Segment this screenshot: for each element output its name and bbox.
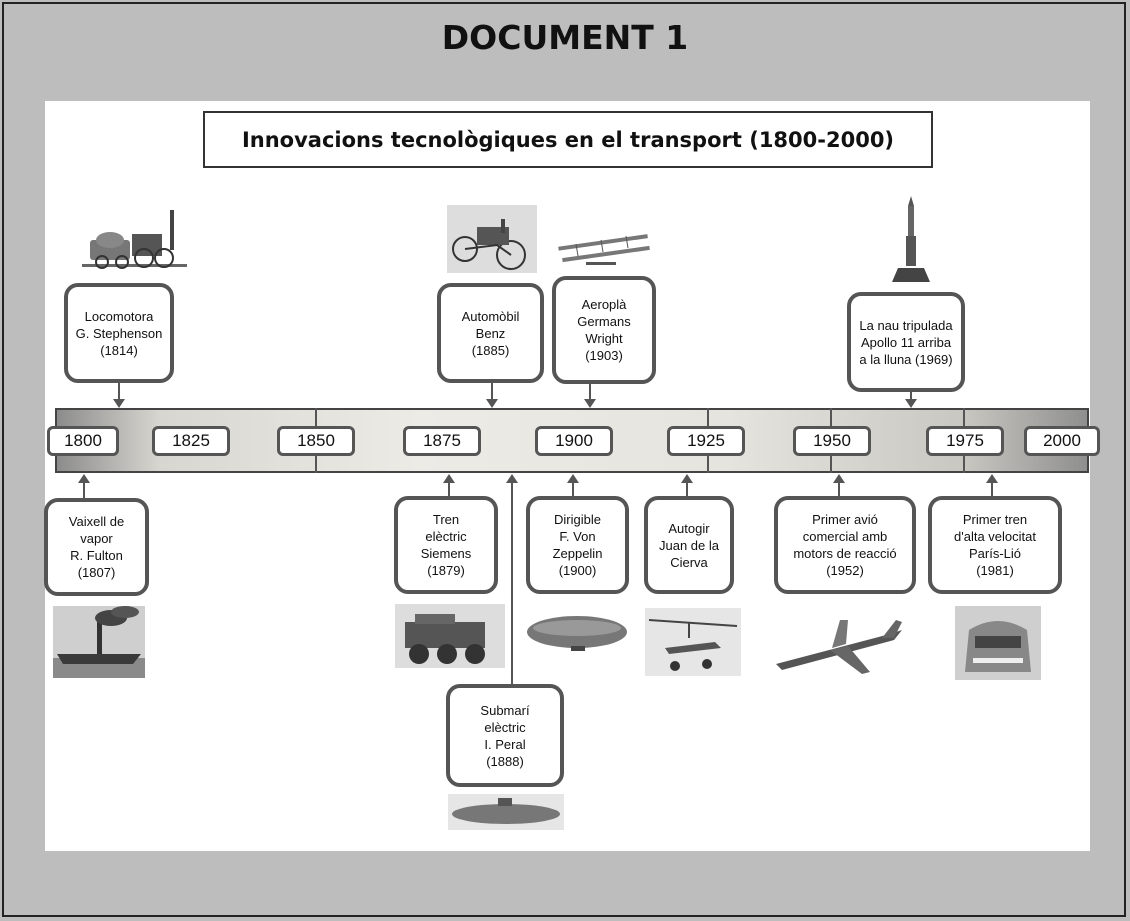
event-text: G. Stephenson xyxy=(75,325,163,341)
arrow-up-icon xyxy=(443,474,455,483)
event-box-dirigible: Dirigible F. Von Zeppelin (1900) xyxy=(526,496,629,594)
event-box-locomotora: Locomotora G. Stephenson (1814) xyxy=(64,283,174,383)
arrow-down-icon xyxy=(905,399,917,408)
year-2000: 2000 xyxy=(1024,426,1100,456)
arrow-down-icon xyxy=(584,399,596,408)
submarine-image xyxy=(448,794,564,830)
event-text: I. Peral xyxy=(484,736,526,752)
event-box-tren-alta: Primer tren d'alta velocitat París-Lió (… xyxy=(928,496,1062,594)
steamboat-image xyxy=(53,606,145,678)
event-text: (1903) xyxy=(585,348,623,363)
event-text: (1888) xyxy=(486,753,524,769)
arrow-up-icon xyxy=(506,474,518,483)
event-text: (1900) xyxy=(558,563,597,578)
event-text: Juan de la xyxy=(659,537,719,553)
event-text: Apollo 11 arriba xyxy=(860,334,952,350)
arrow-down-icon xyxy=(113,399,125,408)
event-text: Wright xyxy=(585,331,623,346)
event-text: F. Von xyxy=(559,529,596,544)
event-text: Submarí xyxy=(480,702,530,718)
connector-line xyxy=(686,483,688,498)
event-text: (1981) xyxy=(976,563,1014,578)
autogiro-image xyxy=(645,608,741,676)
connector-line xyxy=(572,483,574,498)
event-text: Automòbil xyxy=(461,308,520,324)
arrow-up-icon xyxy=(833,474,845,483)
event-text: (1952) xyxy=(826,563,864,578)
year-1825: 1825 xyxy=(152,426,230,456)
rocket-image xyxy=(888,196,934,284)
event-text: (1885) xyxy=(471,342,510,358)
year-1875: 1875 xyxy=(403,426,481,456)
connector-line xyxy=(991,483,993,498)
event-text: Vaixell de xyxy=(68,514,125,529)
year-1975: 1975 xyxy=(926,426,1004,456)
arrow-up-icon xyxy=(567,474,579,483)
arrow-up-icon xyxy=(78,474,90,483)
arrow-down-icon xyxy=(486,399,498,408)
connector-line xyxy=(589,384,591,399)
event-box-vaixell: Vaixell de vapor R. Fulton (1807) xyxy=(44,498,149,596)
document-title: DOCUMENT 1 xyxy=(441,18,689,57)
airplane-image xyxy=(556,222,656,272)
event-text: Aeroplà xyxy=(581,297,627,312)
event-text: París-Lió xyxy=(968,546,1022,561)
year-1850: 1850 xyxy=(277,426,355,456)
event-text: Primer tren xyxy=(962,512,1028,527)
event-text: Germans xyxy=(577,314,631,329)
connector-line xyxy=(118,383,120,399)
year-1900: 1900 xyxy=(535,426,613,456)
year-1800: 1800 xyxy=(47,426,119,456)
event-text: Cierva xyxy=(670,554,708,570)
event-text: La nau tripulada xyxy=(859,317,953,333)
event-text: Siemens xyxy=(420,546,472,561)
event-box-submari: Submarí elèctric I. Peral (1888) xyxy=(446,684,564,787)
electric-train-image xyxy=(395,604,505,668)
locomotive-image xyxy=(82,204,187,274)
event-box-autogir: Autogir Juan de la Cierva xyxy=(644,496,734,594)
event-text: Primer avió xyxy=(812,512,878,527)
event-box-avio: Primer avió comercial amb motors de reac… xyxy=(774,496,916,594)
event-text: comercial amb xyxy=(802,529,888,544)
event-text: motors de reacció xyxy=(793,546,897,561)
connector-line xyxy=(491,383,493,399)
connector-line xyxy=(838,483,840,498)
connector-line xyxy=(511,483,513,684)
connector-line xyxy=(910,392,912,399)
connector-line xyxy=(83,483,85,500)
event-text: Autogir xyxy=(668,520,710,536)
event-text: elèctric xyxy=(425,529,467,544)
connector-line xyxy=(448,483,450,498)
event-text: R. Fulton xyxy=(70,548,123,563)
event-text: d'alta velocitat xyxy=(954,529,1036,544)
high-speed-train-image xyxy=(955,606,1041,680)
event-text: (1814) xyxy=(100,342,138,358)
timeline-title: Innovacions tecnològiques en el transpor… xyxy=(203,111,933,168)
event-text: Zeppelin xyxy=(552,546,603,561)
jet-airliner-image xyxy=(770,612,910,678)
car-image xyxy=(447,205,537,273)
year-1925: 1925 xyxy=(667,426,745,456)
arrow-up-icon xyxy=(681,474,693,483)
arrow-up-icon xyxy=(986,474,998,483)
event-box-tren-electric: Tren elèctric Siemens (1879) xyxy=(394,496,498,594)
event-text: Locomotora xyxy=(84,308,154,324)
event-text: a la lluna (1969) xyxy=(859,351,953,367)
event-text: elèctric xyxy=(484,719,526,735)
event-text: (1879) xyxy=(427,563,465,578)
event-box-automobil: Automòbil Benz (1885) xyxy=(437,283,544,383)
event-text: (1807) xyxy=(77,565,116,580)
event-box-apollo: La nau tripulada Apollo 11 arriba a la l… xyxy=(847,292,965,392)
event-box-aeropla: Aeroplà Germans Wright (1903) xyxy=(552,276,656,384)
event-text: Tren xyxy=(432,512,460,527)
event-text: vapor xyxy=(80,531,113,546)
event-text: Benz xyxy=(475,325,506,341)
zeppelin-image xyxy=(521,606,633,662)
year-1950: 1950 xyxy=(793,426,871,456)
event-text: Dirigible xyxy=(554,512,601,527)
